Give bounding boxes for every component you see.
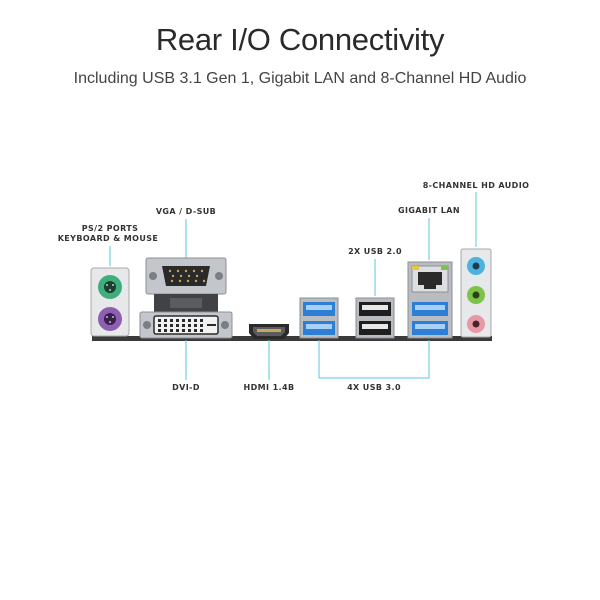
- lan-usb30-stack: [407, 261, 453, 339]
- page-subtitle: Including USB 3.1 Gen 1, Gigabit LAN and…: [73, 70, 527, 87]
- label-vga: VGA / D-SUB: [155, 207, 217, 216]
- io-plate: [92, 336, 492, 341]
- usb30-stack-left: [299, 297, 339, 339]
- leader-lines: [109, 192, 477, 380]
- label-usb20: 2X USB 2.0: [348, 247, 402, 256]
- page-title: Rear I/O Connectivity: [155, 22, 445, 57]
- audio-jacks: [460, 248, 492, 338]
- label-ps2-line1: PS/2 PORTS: [81, 224, 139, 233]
- ps2-ports: [90, 267, 130, 337]
- dvi-d-port: [139, 311, 233, 339]
- vga-port: [145, 257, 227, 312]
- label-ps2-line2: KEYBOARD & MOUSE: [57, 234, 159, 243]
- leader-usb30: [318, 340, 430, 379]
- label-usb30: 4X USB 3.0: [347, 383, 401, 392]
- label-audio: 8-CHANNEL HD AUDIO: [422, 181, 530, 190]
- usb20-stack: [355, 297, 395, 339]
- label-hdmi: HDMI 1.4B: [243, 383, 295, 392]
- label-dvi: DVI-D: [172, 383, 200, 392]
- label-lan: GIGABIT LAN: [397, 206, 461, 215]
- hdmi-port: [249, 324, 289, 339]
